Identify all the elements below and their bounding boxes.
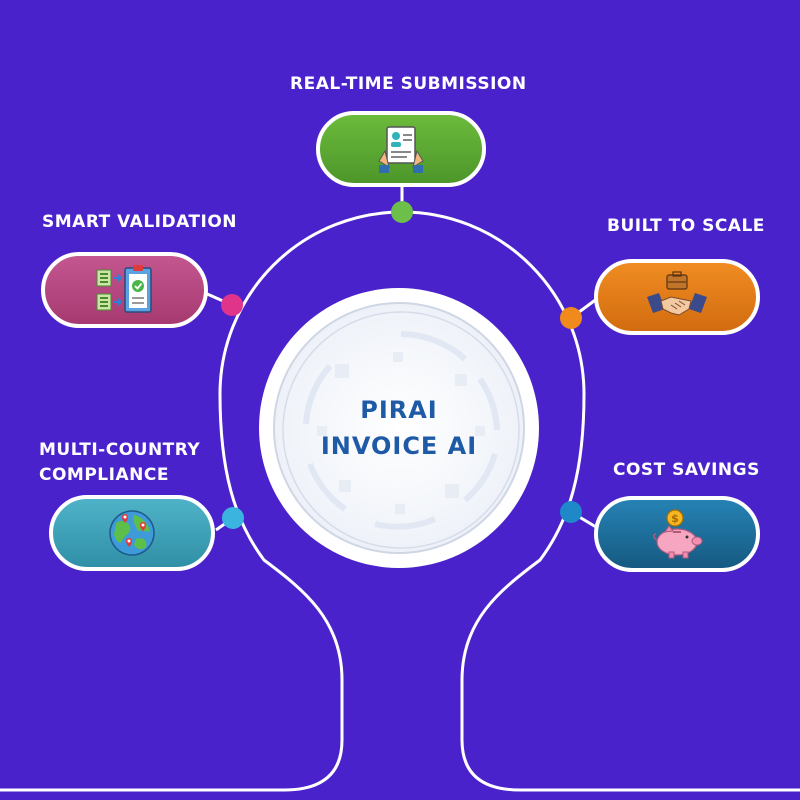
multi-country-compliance-dot bbox=[222, 507, 244, 529]
compliance-label-line2: COMPLIANCE bbox=[39, 465, 169, 485]
central-hub: PIRAI INVOICE AI bbox=[259, 288, 539, 568]
cost-savings-dot bbox=[560, 501, 582, 523]
compliance-label-line1: MULTI-COUNTRY bbox=[39, 440, 201, 460]
smart-validation-card[interactable] bbox=[41, 252, 208, 328]
multi-country-compliance-label: MULTI-COUNTRY COMPLIANCE bbox=[39, 438, 200, 488]
globe-icon bbox=[109, 510, 155, 556]
svg-text:$: $ bbox=[671, 512, 679, 525]
smart-validation-label: SMART VALIDATION bbox=[42, 212, 238, 232]
smart-validation-dot bbox=[221, 294, 243, 316]
multi-country-compliance-card[interactable] bbox=[49, 495, 215, 571]
document-review-icon bbox=[378, 126, 424, 173]
realtime-submission-dot bbox=[391, 201, 413, 223]
piggy-bank-icon: $ bbox=[653, 509, 703, 559]
built-to-scale-label: BUILT TO SCALE bbox=[607, 216, 765, 236]
hub-inner-circle: PIRAI INVOICE AI bbox=[273, 302, 525, 554]
realtime-submission-label: REAL-TIME SUBMISSION bbox=[290, 74, 527, 94]
cost-savings-label: COST SAVINGS bbox=[613, 460, 760, 480]
built-to-scale-dot bbox=[560, 307, 582, 329]
handshake-icon bbox=[647, 271, 707, 316]
built-to-scale-card[interactable] bbox=[594, 259, 760, 335]
realtime-submission-card[interactable] bbox=[316, 111, 486, 187]
hub-title: PIRAI INVOICE AI bbox=[275, 304, 523, 552]
clipboard-check-icon bbox=[96, 265, 152, 313]
hub-title-line1: PIRAI bbox=[360, 396, 438, 424]
cost-savings-card[interactable]: $ bbox=[594, 496, 760, 572]
hub-title-line2: INVOICE AI bbox=[320, 432, 478, 460]
hub-tech-pattern bbox=[282, 311, 520, 549]
